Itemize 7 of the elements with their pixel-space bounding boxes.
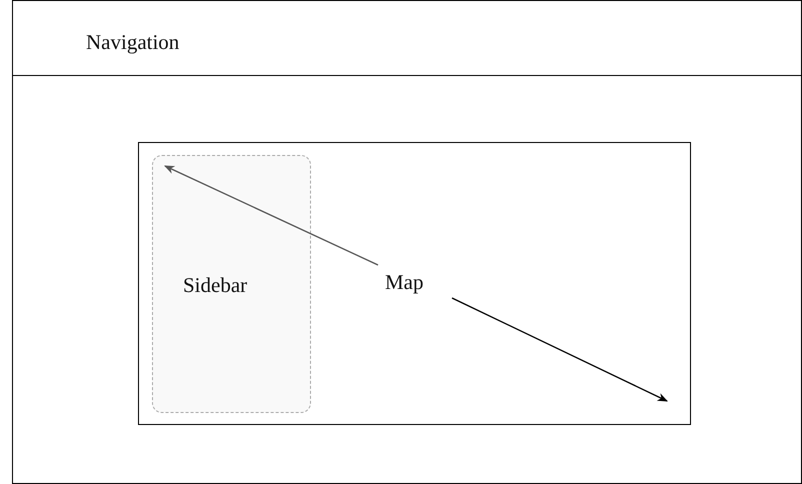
sidebar-panel xyxy=(152,155,311,413)
navigation-bar xyxy=(12,0,802,76)
map-panel xyxy=(138,142,691,425)
map-label: Map xyxy=(385,270,424,295)
sidebar-label: Sidebar xyxy=(183,273,248,298)
nav-title: Navigation xyxy=(86,30,180,55)
page-body xyxy=(12,75,802,484)
